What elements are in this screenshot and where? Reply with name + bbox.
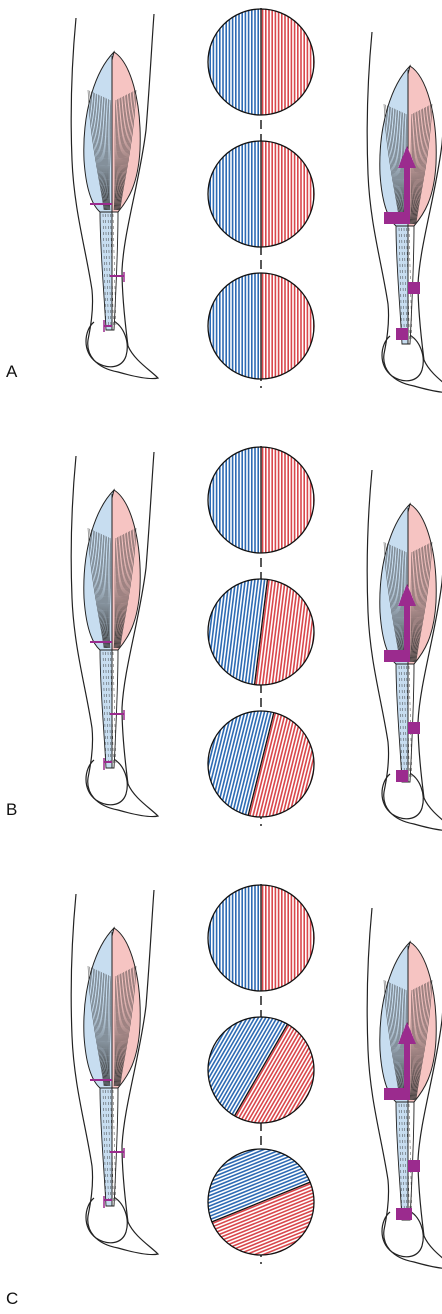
tendon-medial: [100, 212, 112, 330]
cross-section-circle: [205, 882, 317, 994]
right-leg-diagram: [367, 28, 442, 393]
right-leg-diagram: [367, 904, 442, 1269]
arrow-shaft: [404, 1038, 410, 1092]
tendon-medial: [396, 226, 408, 344]
section-bar: [408, 722, 420, 734]
cross-section-circle: [205, 270, 317, 382]
left-leg-diagram: [71, 14, 158, 379]
panel-a: [71, 6, 442, 393]
cross-section-circle: [205, 6, 317, 118]
cross-section-circle: [185, 994, 338, 1147]
cross-section-circle: [188, 1129, 334, 1275]
cross-section-circles: [185, 882, 338, 1275]
cross-section-circle: [205, 444, 317, 556]
section-bar: [408, 282, 420, 294]
panel-c: [71, 882, 442, 1275]
section-bar: [384, 212, 410, 224]
cross-section-circle: [199, 570, 324, 695]
left-leg-diagram: [71, 890, 158, 1255]
cross-section-circles: [193, 444, 329, 832]
tendon-medial: [396, 1102, 408, 1220]
cross-section-circle: [193, 696, 329, 832]
cross-section-circle: [205, 138, 317, 250]
cross-section-circles: [205, 6, 317, 388]
section-bar: [384, 1088, 410, 1100]
section-bar: [408, 1160, 420, 1172]
tendon-medial: [100, 650, 112, 768]
tendon-medial: [100, 1088, 112, 1206]
section-bar: [384, 650, 410, 662]
panel-label-c: C: [6, 1290, 18, 1307]
panel-label-b: B: [6, 801, 17, 818]
section-bar: [396, 328, 408, 340]
left-leg-diagram: [71, 452, 158, 817]
panel-b: [71, 444, 442, 832]
right-leg-diagram: [367, 466, 442, 831]
arrow-shaft: [404, 162, 410, 216]
section-bar: [396, 770, 408, 782]
arrow-shaft: [404, 600, 410, 654]
panel-label-a: A: [6, 363, 17, 380]
tendon-medial: [396, 664, 408, 782]
section-bar: [396, 1208, 412, 1220]
